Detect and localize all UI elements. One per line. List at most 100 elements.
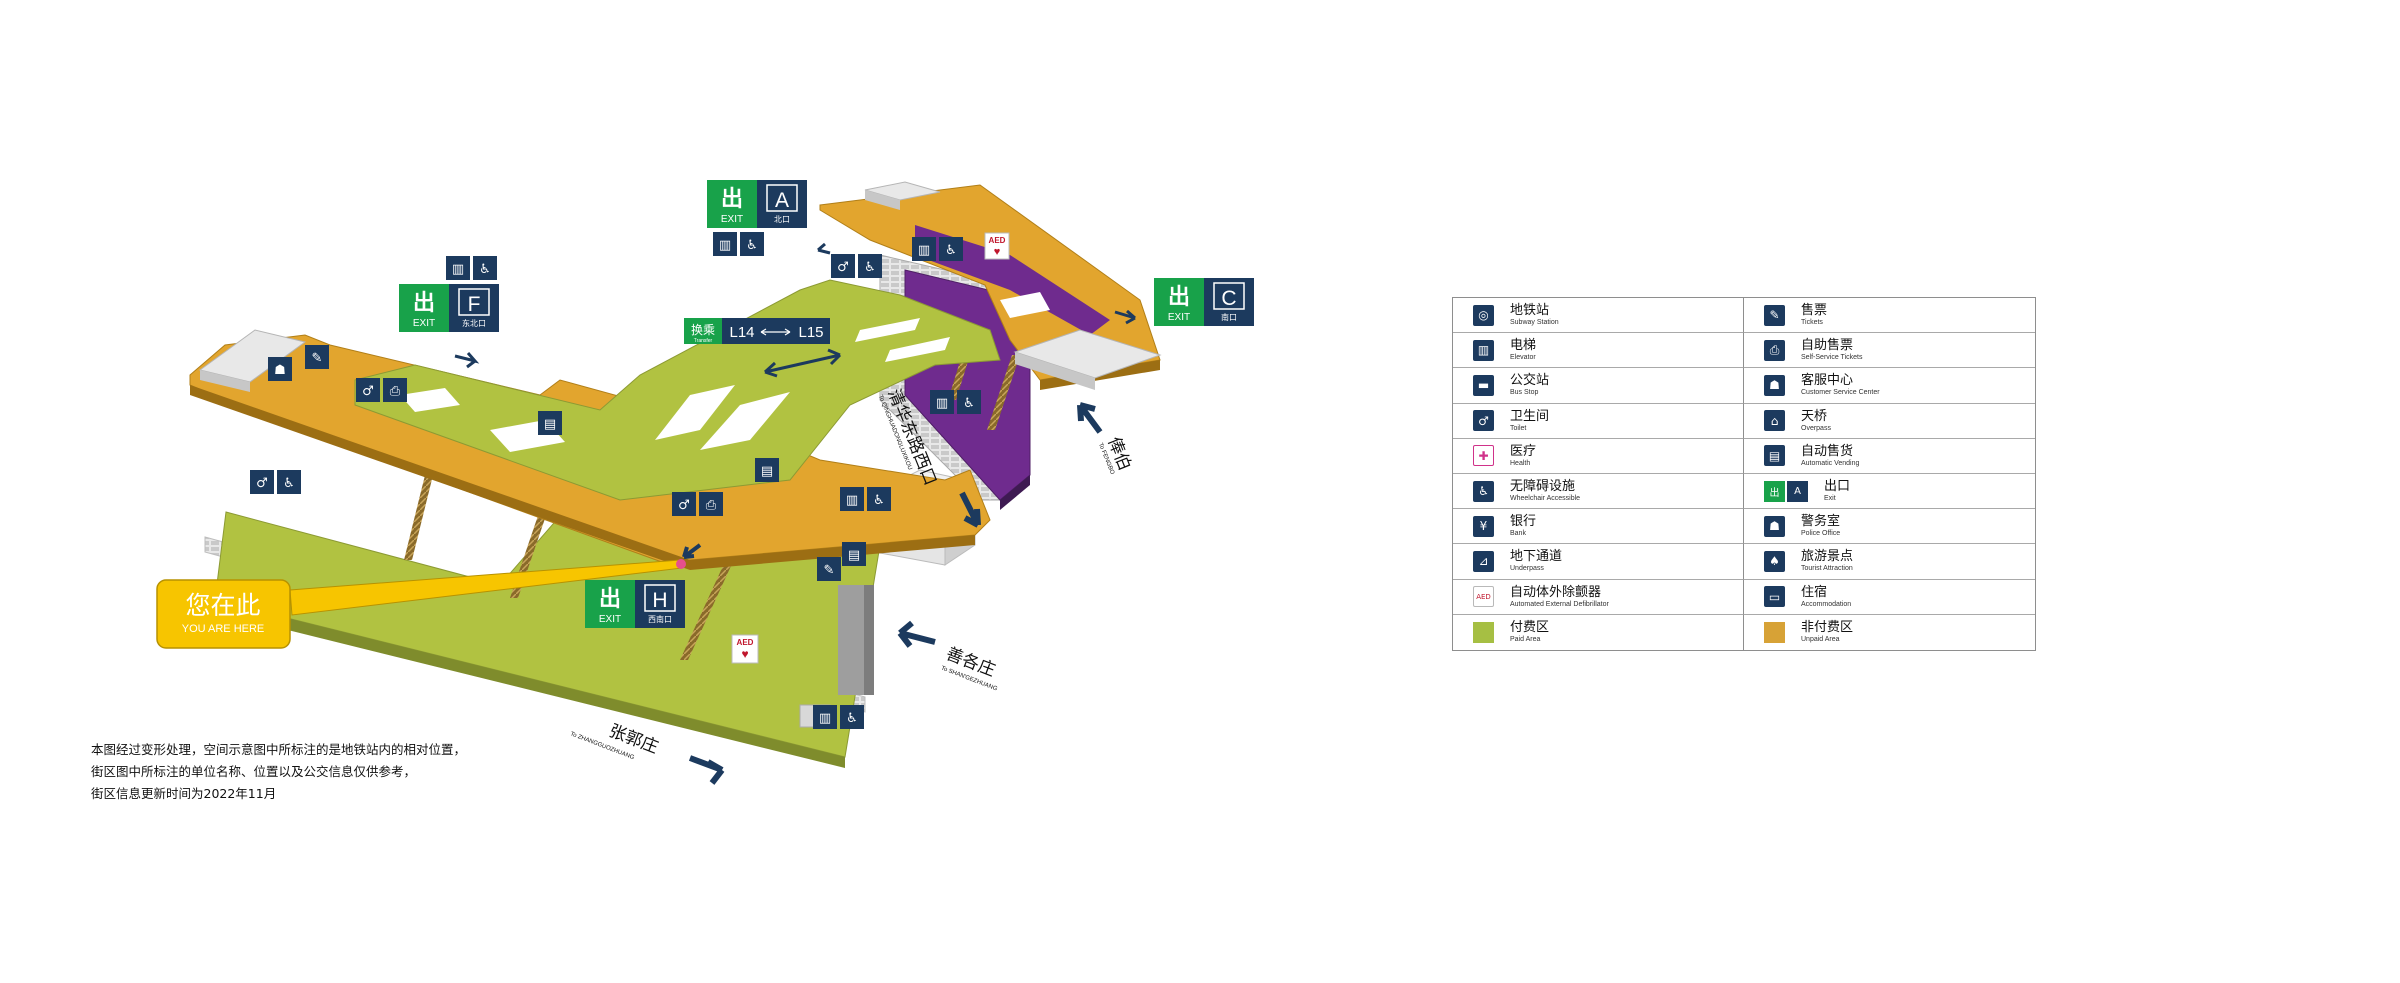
vending-icon: ▤ [842,542,866,566]
svg-text:AED: AED [737,638,754,647]
accommodation-icon: ▭ [1764,586,1785,608]
you-are-here-callout: 您在此 YOU ARE HERE [156,559,686,649]
self-service-ticket-icon: ⎙ [699,492,723,516]
svg-text:▤: ▤ [544,417,556,432]
aed-icon: AED [1473,586,1494,608]
legend-label-cn: 客服中心 [1801,373,1854,389]
wheelchair-icon: ♿ [867,487,891,511]
legend-label-en: Paid Area [1510,636,1541,644]
legend-label-en: Exit [1824,495,1836,503]
legend-label-en: Accommodation [1801,600,1852,608]
svg-text:Transfer: Transfer [694,338,713,344]
wheelchair-icon: ♿ [939,237,963,261]
svg-text:♥: ♥ [994,246,1001,258]
subway-icon: ◎ [1473,304,1494,326]
svg-text:A: A [775,189,789,212]
svg-text:H: H [652,589,667,612]
ticket-icon: ✎ [817,557,841,581]
direction-arrow-icon [688,755,725,785]
toilet-icon: ♂ [672,492,696,516]
overpass-icon: ⌂ [1764,410,1785,432]
arrow-icon [1114,309,1136,325]
svg-text:C: C [1221,287,1236,310]
svg-text:♿: ♿ [873,493,885,508]
legend-label-en: Toilet [1510,424,1527,432]
svg-text:L14: L14 [729,324,754,341]
legend-label-cn: 公交站 [1510,373,1550,389]
legend-label-cn: 非付费区 [1801,620,1854,636]
svg-text:♥: ♥ [741,647,748,661]
svg-text:▥: ▥ [719,238,731,253]
svg-text:换乘: 换乘 [691,323,715,337]
svg-text:✎: ✎ [312,351,323,366]
double-arrow-icon [760,328,791,336]
exit-c-box [1013,329,1162,379]
wheelchair-icon: ♿ [277,470,301,494]
transfer-sign: 换乘 Transfer L14 L15 [684,318,830,344]
legend-label-en: Tourist Attraction [1801,565,1853,573]
svg-text:♿: ♿ [846,711,858,726]
svg-text:♿: ♿ [479,262,491,277]
legend-label-cn: 自助售票 [1801,338,1854,354]
svg-text:出: 出 [1168,285,1190,310]
svg-text:北口: 北口 [774,215,790,224]
toilet-icon: ♂ [831,254,855,278]
floor-arrows [454,242,1136,559]
svg-text:♂: ♂ [678,498,690,513]
legend-label-cn: 天桥 [1801,408,1828,424]
arrow-icon [817,242,831,255]
svg-text:▥: ▥ [918,243,930,258]
svg-text:▤: ▤ [848,548,860,563]
svg-text:☗: ☗ [274,363,286,378]
note-line: 街区图中所标注的单位名称、位置以及公交信息仅供参考， [91,764,417,779]
aed-marker: AED ♥ [984,232,1010,260]
exit-sign-a: 出 EXIT A 北口 [707,180,807,228]
ticket-icon: ✎ [305,345,329,369]
legend-label-cn: 地铁站 [1510,303,1550,319]
legend-label-cn: 卫生间 [1510,408,1550,424]
svg-text:L15: L15 [798,324,823,341]
svg-text:♂: ♂ [837,260,849,275]
legend-label-en: Health [1510,459,1531,467]
underpass-icon: ⊿ [1473,550,1494,572]
bus-icon: ▬ [1473,374,1494,396]
svg-text:♂: ♂ [362,384,374,399]
svg-text:AED: AED [989,236,1006,245]
customer-service-icon: ☗ [1764,374,1785,396]
legend-label-en: Unpaid Area [1801,636,1840,644]
legend-label-en: Bank [1510,530,1526,538]
legend-label-en: Overpass [1801,424,1831,432]
legend-label-cn: 付费区 [1510,620,1550,636]
elevator-shaft [838,585,864,695]
legend-label-en: Underpass [1510,565,1544,573]
svg-text:EXIT: EXIT [599,614,621,625]
svg-text:EXIT: EXIT [721,214,743,225]
direction-shangezhuang: 善各庄 To SHAN'GEZHUANG [897,620,998,693]
arrow-icon [682,543,702,559]
wheelchair-icon: ♿ [957,390,981,414]
svg-text:⎙: ⎙ [390,384,401,399]
disclaimer-note: 本图经过变形处理，空间示意图中所标注的是地铁站内的相对位置， 街区图中所标注的单… [91,739,651,805]
toilet-icon: ♂ [250,470,274,494]
tourist-icon: ♠ [1764,550,1785,572]
legend-label-en: Bus Stop [1510,389,1539,397]
note-line: 街区信息更新时间为2022年11月 [91,786,277,801]
arrow-icon [454,352,480,369]
legend-label-en: Wheelchair Accessible [1510,495,1581,503]
exit-sign-f: 出 EXIT F 东北口 [399,284,499,332]
vending-icon: ▤ [755,458,779,482]
